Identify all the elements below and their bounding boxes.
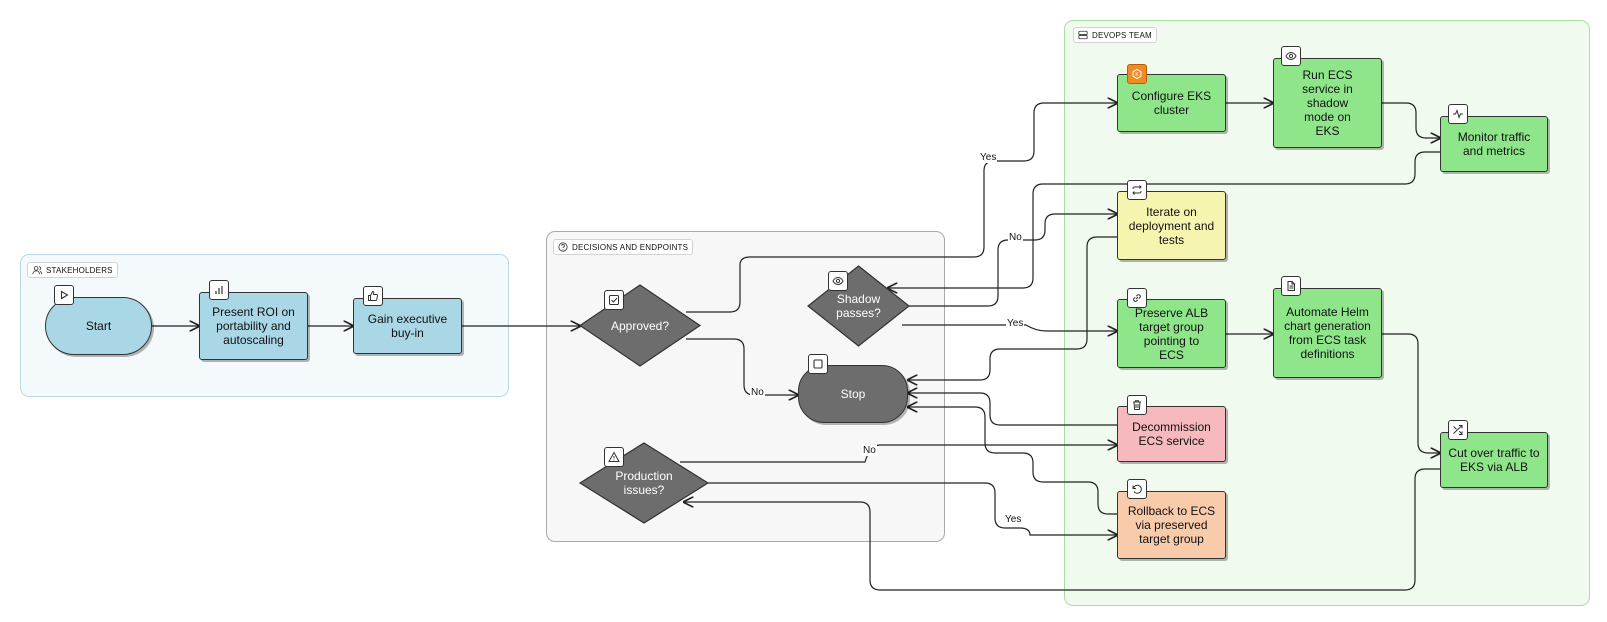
preserve-alb-label: Preserve ALB target group pointing to EC… bbox=[1134, 305, 1209, 362]
devops-label-text: DEVOPS TEAM bbox=[1092, 30, 1152, 40]
monitor-label: Monitor traffic and metrics bbox=[1457, 130, 1531, 158]
alert-triangle-icon bbox=[604, 447, 624, 467]
stop-node[interactable]: Stop bbox=[798, 365, 908, 423]
cutover-label: Cut over traffic to EKS via ALB bbox=[1448, 446, 1540, 474]
approved-decision[interactable]: Approved? bbox=[578, 284, 702, 367]
server-icon bbox=[1078, 30, 1088, 40]
iterate-node[interactable]: Iterate on deployment and tests bbox=[1117, 191, 1226, 260]
automate-helm-node[interactable]: Automate Helm chart generation from ECS … bbox=[1273, 288, 1382, 378]
file-text-icon bbox=[1281, 276, 1301, 296]
start-node-label: Start bbox=[85, 319, 112, 333]
trash-icon bbox=[1127, 395, 1147, 415]
edge-label-approved-yes: Yes bbox=[979, 152, 998, 163]
aws-eks-icon: K bbox=[1127, 64, 1147, 84]
shadow-passes-decision[interactable]: Shadow passes? bbox=[806, 265, 911, 347]
gain-buyin-node[interactable]: Gain executive buy-in bbox=[353, 298, 462, 354]
iterate-label: Iterate on deployment and tests bbox=[1128, 204, 1215, 247]
rollback-node[interactable]: Rollback to ECS via preserved target gro… bbox=[1117, 491, 1226, 559]
edge-label-prod-no: No bbox=[862, 445, 877, 456]
shadow-passes-label: Shadow passes? bbox=[836, 292, 881, 320]
eye-icon bbox=[1281, 46, 1301, 66]
rotate-ccw-icon bbox=[1127, 479, 1147, 499]
stop-label: Stop bbox=[840, 387, 866, 401]
square-icon bbox=[808, 354, 828, 374]
devops-group-label: DEVOPS TEAM bbox=[1073, 27, 1157, 43]
run-ecs-shadow-node[interactable]: Run ECS service in shadow mode on EKS bbox=[1273, 58, 1382, 148]
preserve-alb-node[interactable]: Preserve ALB target group pointing to EC… bbox=[1117, 299, 1226, 368]
bar-chart-icon bbox=[209, 280, 229, 300]
shuffle-icon bbox=[1448, 420, 1468, 440]
thumbs-up-icon bbox=[363, 286, 383, 306]
cutover-node[interactable]: Cut over traffic to EKS via ALB bbox=[1440, 432, 1548, 488]
edge-label-approved-no: No bbox=[750, 387, 765, 398]
decommission-node[interactable]: Decommission ECS service bbox=[1117, 406, 1226, 462]
configure-eks-label: Configure EKS cluster bbox=[1131, 89, 1212, 117]
approved-label: Approved? bbox=[610, 318, 670, 333]
stakeholders-label-text: STAKEHOLDERS bbox=[46, 265, 113, 275]
decommission-label: Decommission ECS service bbox=[1132, 420, 1211, 448]
run-ecs-shadow-label: Run ECS service in shadow mode on EKS bbox=[1302, 68, 1353, 138]
gain-buyin-label: Gain executive buy-in bbox=[367, 312, 448, 340]
production-issues-label: Production issues? bbox=[615, 469, 673, 497]
present-roi-label: Present ROI on portability and autoscali… bbox=[212, 305, 295, 347]
present-roi-node[interactable]: Present ROI on portability and autoscali… bbox=[199, 292, 308, 360]
production-issues-decision[interactable]: Production issues? bbox=[578, 442, 710, 524]
repeat-icon bbox=[1127, 180, 1147, 200]
users-icon bbox=[32, 266, 42, 275]
stakeholders-group-label: STAKEHOLDERS bbox=[27, 262, 118, 278]
play-icon bbox=[54, 285, 74, 305]
start-node[interactable]: Start bbox=[45, 297, 152, 355]
decisions-group-label: DECISIONS AND ENDPOINTS bbox=[553, 239, 694, 255]
rollback-label: Rollback to ECS via preserved target gro… bbox=[1127, 504, 1216, 546]
automate-helm-label: Automate Helm chart generation from ECS … bbox=[1284, 305, 1371, 361]
help-circle-icon bbox=[558, 242, 568, 252]
monitor-node[interactable]: Monitor traffic and metrics bbox=[1440, 116, 1548, 172]
check-square-icon bbox=[604, 290, 624, 310]
link-icon bbox=[1127, 288, 1147, 308]
edge-label-shadow-yes: Yes bbox=[1006, 318, 1025, 329]
activity-icon bbox=[1448, 104, 1468, 124]
decisions-label-text: DECISIONS AND ENDPOINTS bbox=[572, 242, 689, 252]
svg-text:K: K bbox=[1135, 72, 1139, 78]
edge-label-prod-yes: Yes bbox=[1004, 514, 1023, 525]
eye-icon bbox=[828, 271, 848, 291]
edge-label-shadow-no: No bbox=[1008, 232, 1023, 243]
